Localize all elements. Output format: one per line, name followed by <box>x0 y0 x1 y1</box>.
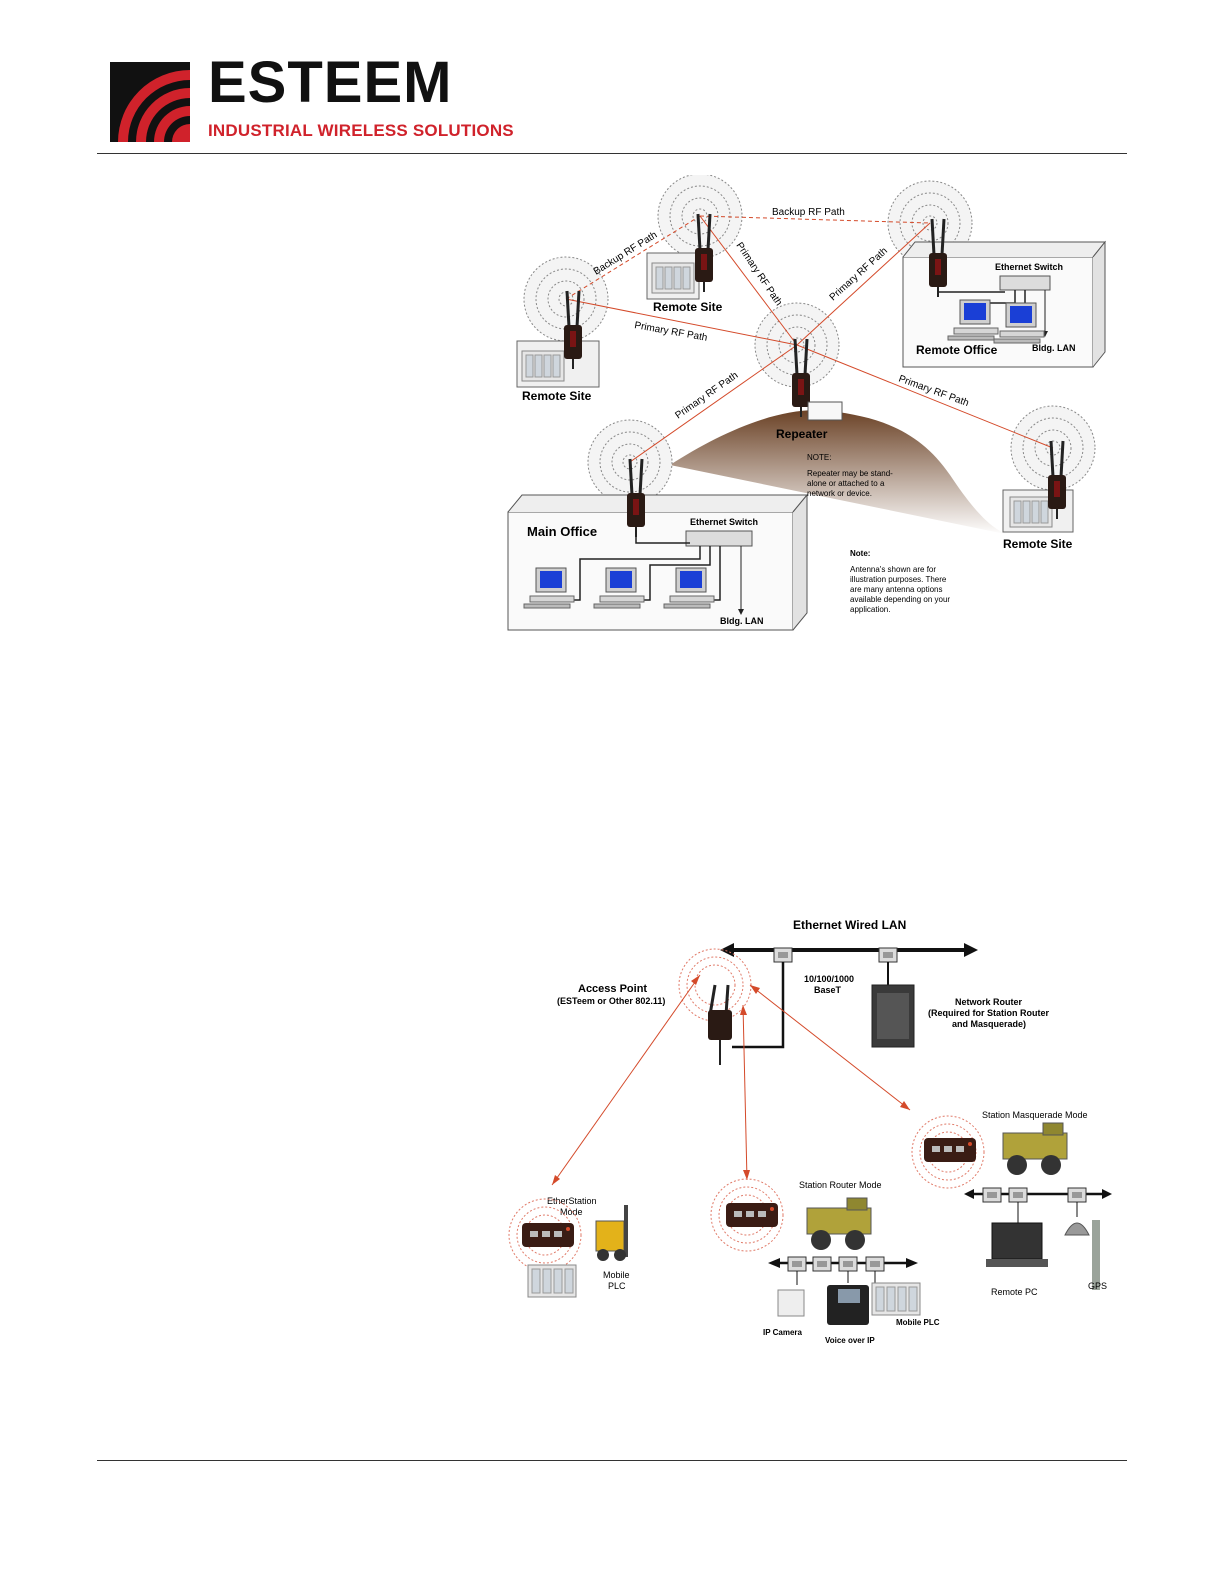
site-label: Remote Site <box>522 389 592 403</box>
device-label: Remote PC <box>991 1287 1038 1297</box>
site-label: Remote Site <box>1003 537 1073 551</box>
repeater-enclosure <box>807 401 843 421</box>
site-label: Remote Office <box>916 343 998 357</box>
note-line: illustration purposes. There <box>850 575 947 584</box>
network-tap-icon <box>1008 1187 1028 1203</box>
access-point-radio-icon <box>708 1010 732 1040</box>
plc-icon <box>651 262 695 294</box>
site-label: Main Office <box>527 524 597 539</box>
plc-icon <box>871 1282 921 1316</box>
path-label: Backup RF Path <box>772 207 845 218</box>
network-tap-icon <box>982 1187 1002 1203</box>
network-tap-icon <box>773 947 793 963</box>
haul-truck-icon <box>806 1197 872 1251</box>
rf-network-diagram: Backup RF Path Backup RF Path Primary RF… <box>507 175 1107 631</box>
network-tap-icon <box>865 1256 885 1272</box>
path-label: Primary RF Path <box>673 370 740 421</box>
bldg-lan-label: Bldg. LAN <box>1032 343 1076 353</box>
site-label: Repeater <box>776 427 828 441</box>
network-tap-icon <box>878 947 898 963</box>
rf-link <box>749 984 911 1111</box>
note-line: network or device. <box>807 489 872 498</box>
station-radio-icon <box>726 1203 778 1227</box>
station-radio-icon <box>924 1138 976 1162</box>
brand-tagline: INDUSTRIAL WIRELESS SOLUTIONS <box>208 121 514 140</box>
plc-icon <box>527 1264 577 1298</box>
mode-label: EtherStation <box>547 1196 597 1206</box>
primary-rf-path <box>796 344 1054 449</box>
speed-label: 10/100/1000 <box>804 974 854 984</box>
primary-rf-path <box>699 215 798 346</box>
mode-label: Mode <box>560 1207 583 1217</box>
access-point-sublabel: (ESTeem or Other 802.11) <box>557 996 665 1006</box>
speed-label: BaseT <box>814 985 842 995</box>
device-label: Mobile PLC <box>896 1318 940 1327</box>
access-point-label: Access Point <box>578 983 647 995</box>
primary-rf-path <box>629 344 798 463</box>
router-label: Network Router <box>955 997 1023 1007</box>
router-label: and Masquerade) <box>952 1019 1026 1029</box>
device-label: IP Camera <box>763 1328 803 1337</box>
device-label: Voice over IP <box>825 1336 875 1345</box>
device-label: Mobile <box>603 1270 630 1280</box>
forklift-icon <box>595 1220 625 1252</box>
switch-label: Ethernet Switch <box>690 517 758 527</box>
ethernet-switch-icon <box>999 275 1051 291</box>
laptop-icon <box>991 1222 1043 1260</box>
lan-title: Ethernet Wired LAN <box>793 918 906 932</box>
station-radio-icon <box>522 1223 574 1247</box>
network-tap-icon <box>1067 1187 1087 1203</box>
ethernet-modes-diagram: Ethernet Wired LAN 10/100/1000 BaseT Acc… <box>508 918 1112 1345</box>
device-label: PLC <box>608 1281 626 1291</box>
network-tap-icon <box>838 1256 858 1272</box>
note-line: alone or attached to a <box>807 479 885 488</box>
path-label: Primary RF Path <box>734 241 784 308</box>
footer-rule <box>97 1460 1127 1461</box>
plc-icon <box>1009 496 1053 528</box>
primary-rf-path <box>565 298 798 346</box>
brand-name: ESTEEM <box>208 50 453 115</box>
note-line: available depending on your <box>850 595 950 604</box>
note-title: NOTE: <box>807 453 831 462</box>
note-title: Note: <box>850 549 870 558</box>
gps-antenna-icon <box>1064 1222 1090 1236</box>
radio-waves-logo-icon <box>110 62 190 142</box>
hill <box>670 410 1010 535</box>
network-tap-icon <box>787 1256 807 1272</box>
router-label: (Required for Station Router <box>928 1008 1049 1018</box>
backup-rf-path <box>699 215 931 224</box>
path-label: Primary RF Path <box>633 320 708 344</box>
rf-link <box>742 1004 748 1181</box>
path-label: Primary RF Path <box>897 373 970 409</box>
mode-label: Station Router Mode <box>799 1180 882 1190</box>
note-line: Antenna's shown are for <box>850 565 936 574</box>
network-tap-icon <box>812 1256 832 1272</box>
ip-camera-icon <box>777 1289 805 1317</box>
note-line: application. <box>850 605 890 614</box>
site-label: Remote Site <box>653 300 723 314</box>
ethernet-switch-icon <box>685 530 753 547</box>
header-rule <box>97 153 1127 154</box>
primary-rf-path <box>796 222 931 346</box>
switch-label: Ethernet Switch <box>995 262 1063 272</box>
mode-label: Station Masquerade Mode <box>982 1110 1088 1120</box>
note-line: Repeater may be stand- <box>807 469 893 478</box>
rf-link <box>551 974 701 1186</box>
note-line: are many antenna options <box>850 585 943 594</box>
plc-icon <box>521 350 565 382</box>
backup-rf-path <box>565 215 701 300</box>
bldg-lan-label: Bldg. LAN <box>720 616 764 626</box>
device-label: GPS <box>1088 1281 1107 1291</box>
path-label: Primary RF Path <box>828 246 890 304</box>
haul-truck-icon <box>1002 1122 1068 1176</box>
